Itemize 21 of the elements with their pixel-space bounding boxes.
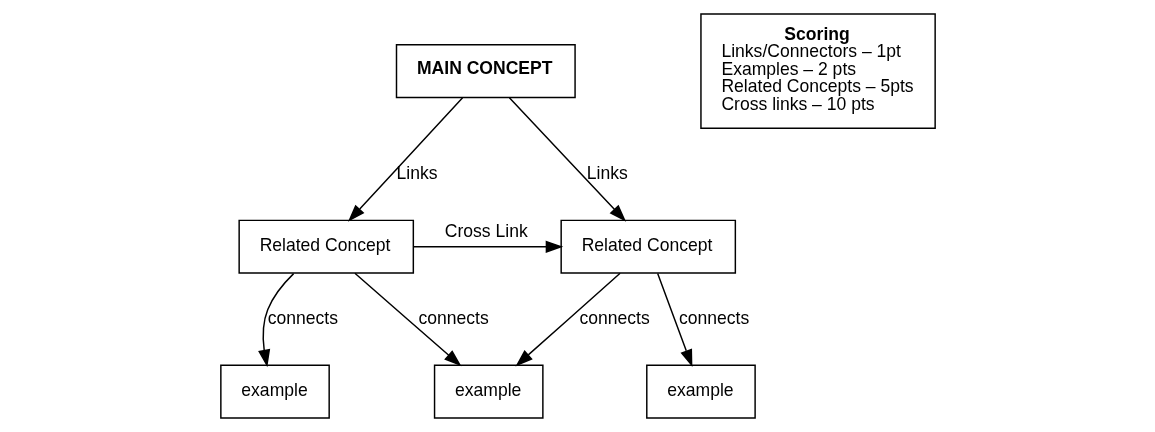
edge-label: connects bbox=[578, 307, 650, 328]
node-box: MAIN CONCEPT bbox=[395, 44, 576, 99]
edge-label: Cross Link bbox=[444, 221, 528, 242]
node-box: example bbox=[645, 364, 756, 419]
node-box: Related Concept bbox=[237, 219, 414, 274]
arrow bbox=[353, 272, 461, 367]
edge-label: connects bbox=[267, 307, 338, 328]
arrow bbox=[412, 240, 563, 253]
node-box: example bbox=[433, 364, 544, 419]
edge-label: Links bbox=[586, 162, 628, 183]
node-box: example bbox=[219, 364, 330, 419]
arrow bbox=[508, 96, 626, 222]
arrow bbox=[656, 272, 692, 368]
arrow bbox=[347, 96, 463, 222]
node-box: Related Concept bbox=[559, 219, 736, 274]
node-box: Scoring Links/Connectors – 1pt Examples – 2 pts Related Concepts – 5pts Cross links – 10 pts bbox=[699, 13, 936, 129]
arrow bbox=[514, 272, 621, 367]
edge-label: connects bbox=[678, 307, 749, 328]
edge-label: connects bbox=[417, 307, 489, 328]
arrow bbox=[257, 272, 294, 368]
edge-label: Links bbox=[396, 162, 437, 183]
